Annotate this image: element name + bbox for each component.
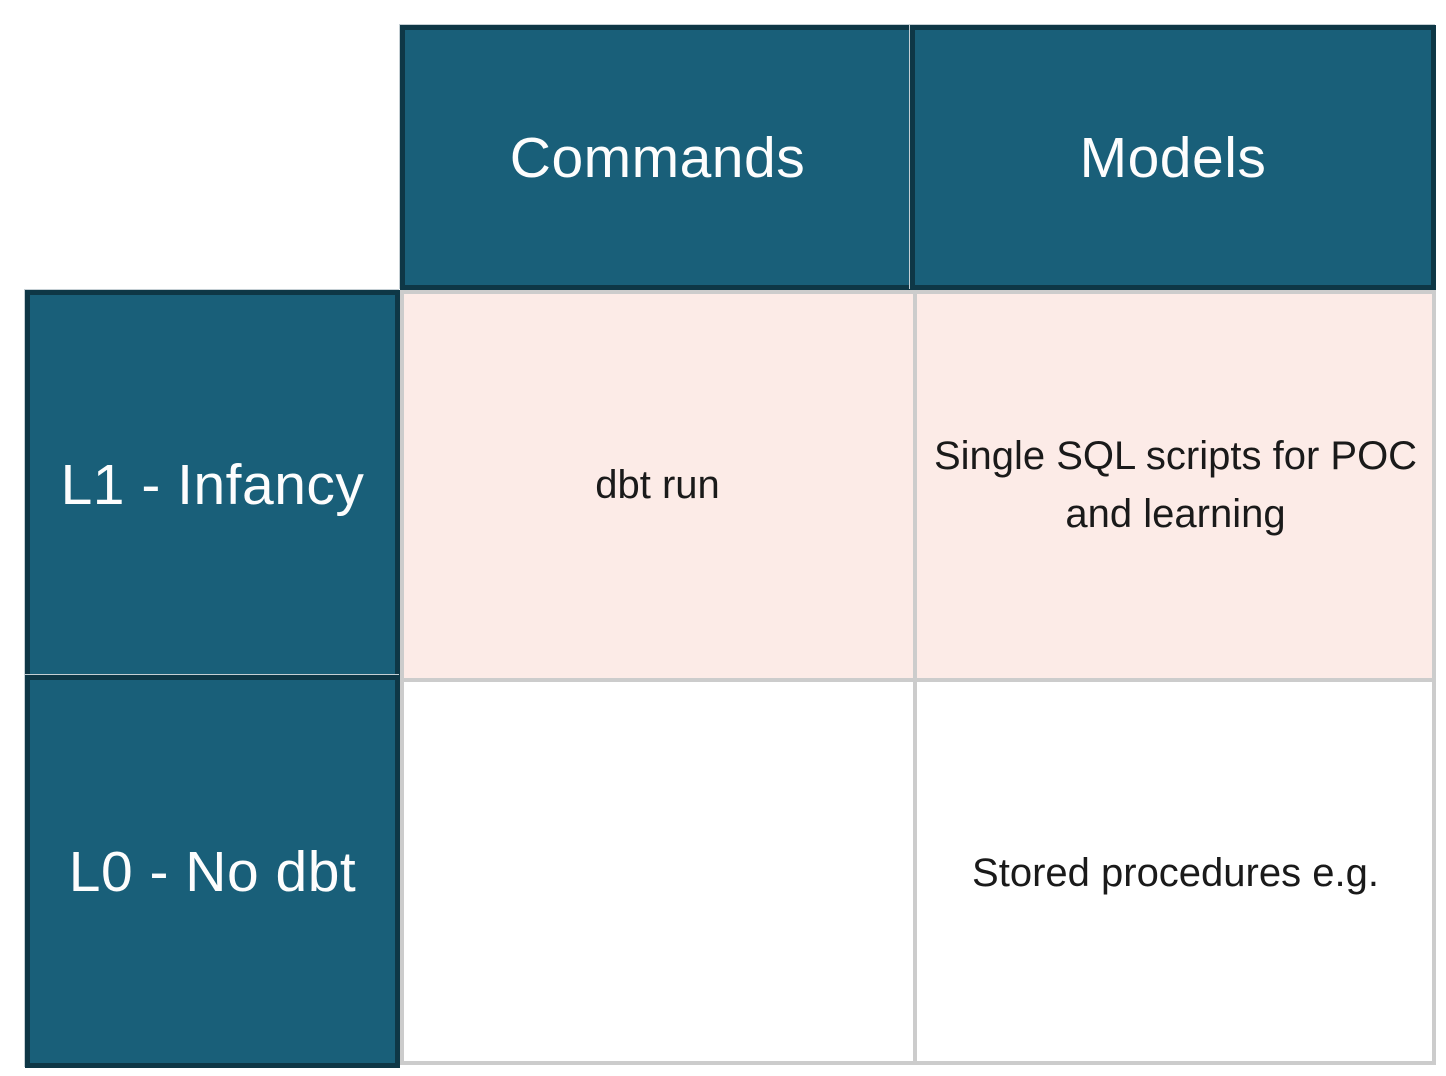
grid-column-separator bbox=[913, 290, 917, 1065]
cell-l1-commands-text: dbt run bbox=[595, 463, 720, 507]
cell-l1-models: Single SQL scripts for POC and learning bbox=[915, 290, 1436, 680]
row-header-l0-no-dbt: L0 - No dbt bbox=[25, 675, 400, 1068]
cell-l0-commands bbox=[400, 680, 915, 1065]
column-header-commands-label: Commands bbox=[509, 125, 806, 190]
cell-l0-models: Stored procedures e.g. bbox=[915, 680, 1436, 1065]
cell-l1-commands: dbt run bbox=[400, 290, 915, 680]
column-header-commands: Commands bbox=[400, 25, 915, 290]
column-header-models: Models bbox=[910, 25, 1436, 290]
cell-l0-models-text: Stored procedures e.g. bbox=[972, 850, 1379, 895]
grid-row-separator bbox=[400, 678, 1436, 682]
row-header-l0-label: L0 - No dbt bbox=[68, 839, 357, 904]
cell-l1-models-text: Single SQL scripts for POC and learning bbox=[933, 434, 1418, 536]
row-header-l1-infancy: L1 - Infancy bbox=[25, 290, 400, 680]
column-header-models-label: Models bbox=[1079, 125, 1267, 190]
row-header-l1-label: L1 - Infancy bbox=[60, 453, 365, 517]
